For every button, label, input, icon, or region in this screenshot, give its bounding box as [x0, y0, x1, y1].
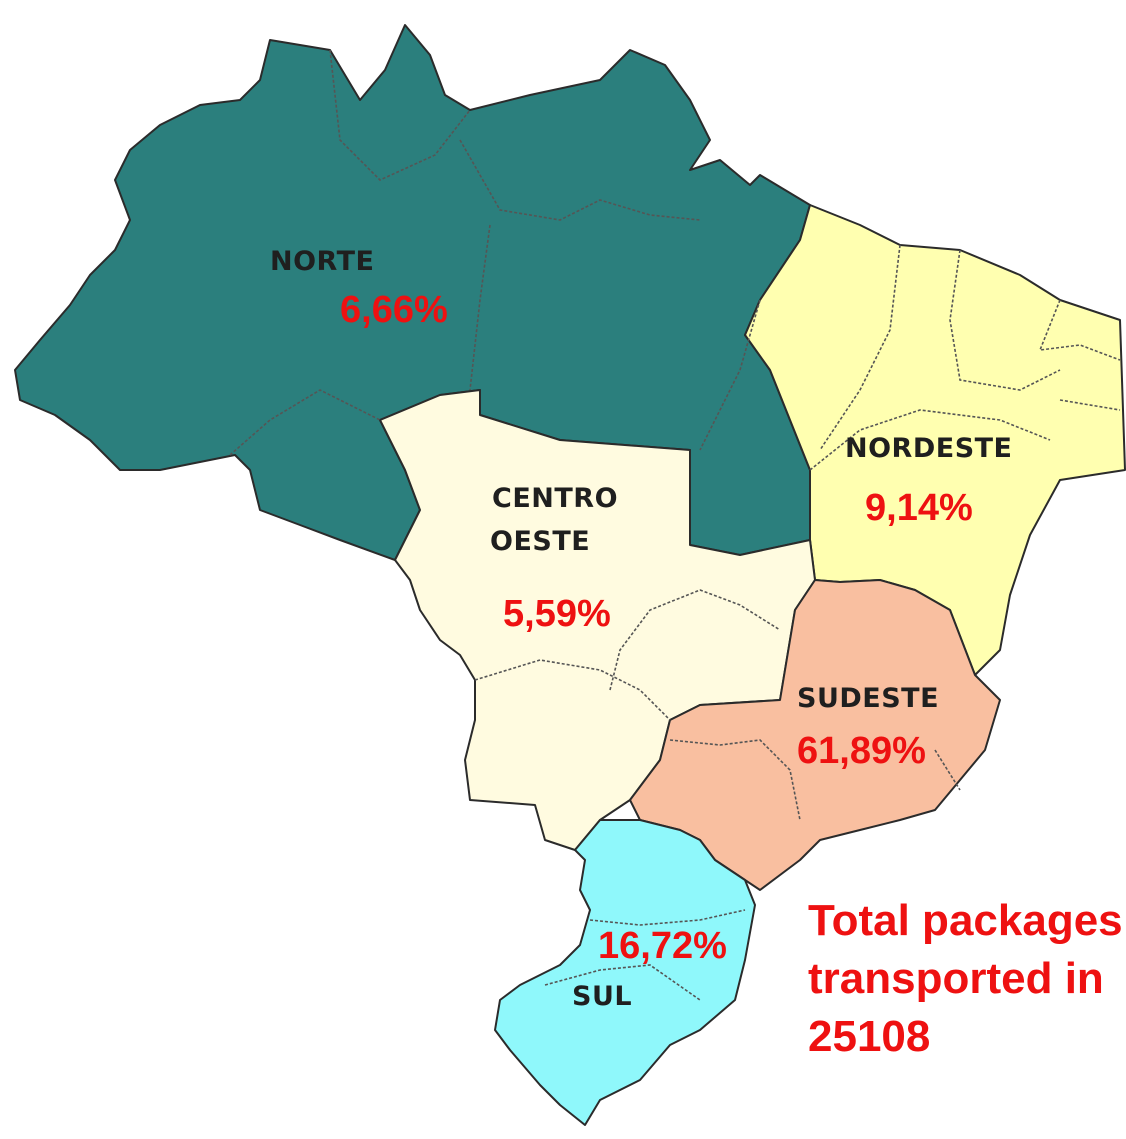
- state-border-line: [949, 249, 1061, 391]
- state-border-line: [589, 909, 746, 926]
- share-norte: 6,66%: [340, 289, 448, 331]
- region-sudeste: [629, 579, 1001, 891]
- total-packages-note: Total packages transported in 25108: [808, 892, 1123, 1066]
- state-border-line: [669, 739, 801, 821]
- total-line-2: transported in: [808, 954, 1104, 1003]
- total-line-1: Total packages: [808, 896, 1123, 945]
- state-border-line: [809, 409, 1051, 471]
- state-border-line: [699, 299, 761, 451]
- state-border-line: [934, 749, 961, 791]
- state-border-line: [1059, 399, 1121, 411]
- state-border-line: [609, 589, 781, 691]
- label-nordeste: NORDESTE: [845, 433, 1013, 464]
- state-border-line: [544, 964, 701, 1001]
- label-centro-oeste-line1: CENTRO: [492, 483, 618, 514]
- share-sul: 16,72%: [598, 925, 727, 967]
- label-sudeste: SUDESTE: [797, 683, 939, 714]
- state-border-line: [469, 224, 491, 391]
- label-centro-oeste-line2: OESTE: [490, 526, 590, 557]
- share-sudeste: 61,89%: [797, 730, 926, 772]
- region-sul: [494, 819, 756, 1126]
- state-border-line: [819, 244, 901, 451]
- label-norte: NORTE: [270, 246, 375, 277]
- total-value: 25108: [808, 1012, 931, 1061]
- share-nordeste: 9,14%: [865, 487, 973, 529]
- state-border-line: [1038, 299, 1121, 361]
- share-centro-oeste: 5,59%: [503, 593, 611, 635]
- state-border-line: [474, 659, 671, 721]
- label-sul: SUL: [572, 981, 632, 1012]
- state-border-line: [459, 139, 701, 221]
- state-border-line: [329, 49, 471, 181]
- state-border-line: [229, 389, 381, 456]
